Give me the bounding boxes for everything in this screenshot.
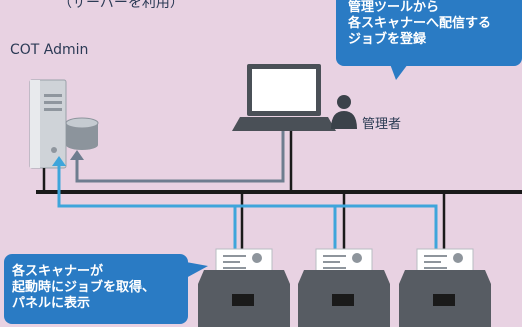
cot-admin-label: COT Admin [10, 42, 89, 58]
callout-top-shape [336, 0, 522, 80]
callout-top-line-3: ジョブを登録 [348, 32, 427, 47]
callout-bottom-line-1: 各スキャナーが [12, 264, 104, 279]
callout-top: 管理ツールから 各スキャナーへ配信する ジョブを登録 [348, 0, 491, 48]
laptop-icon [232, 64, 336, 131]
callout-top-line-2: 各スキャナーへ配信する [348, 16, 492, 31]
callout-bottom-shape [4, 254, 208, 324]
title-fragment: （サーバーを利用） [58, 0, 184, 11]
callout-bottom: 各スキャナーが 起動時にジョブを取得、 パネルに表示 [12, 264, 155, 312]
callout-top-line-1: 管理ツールから [348, 0, 440, 15]
database-icon [65, 117, 99, 150]
job-flow-arrow [52, 156, 438, 262]
callout-bottom-line-3: パネルに表示 [12, 296, 91, 311]
scanner-3 [399, 248, 491, 327]
scanner-2 [298, 248, 390, 327]
admin-flow-arrow [70, 131, 285, 183]
user-icon [331, 95, 357, 129]
scanner-1 [198, 248, 290, 327]
admin-user-label: 管理者 [362, 117, 402, 132]
server-icon [29, 79, 67, 169]
network-bus [36, 131, 522, 262]
callout-bottom-line-2: 起動時にジョブを取得、 [12, 280, 156, 295]
